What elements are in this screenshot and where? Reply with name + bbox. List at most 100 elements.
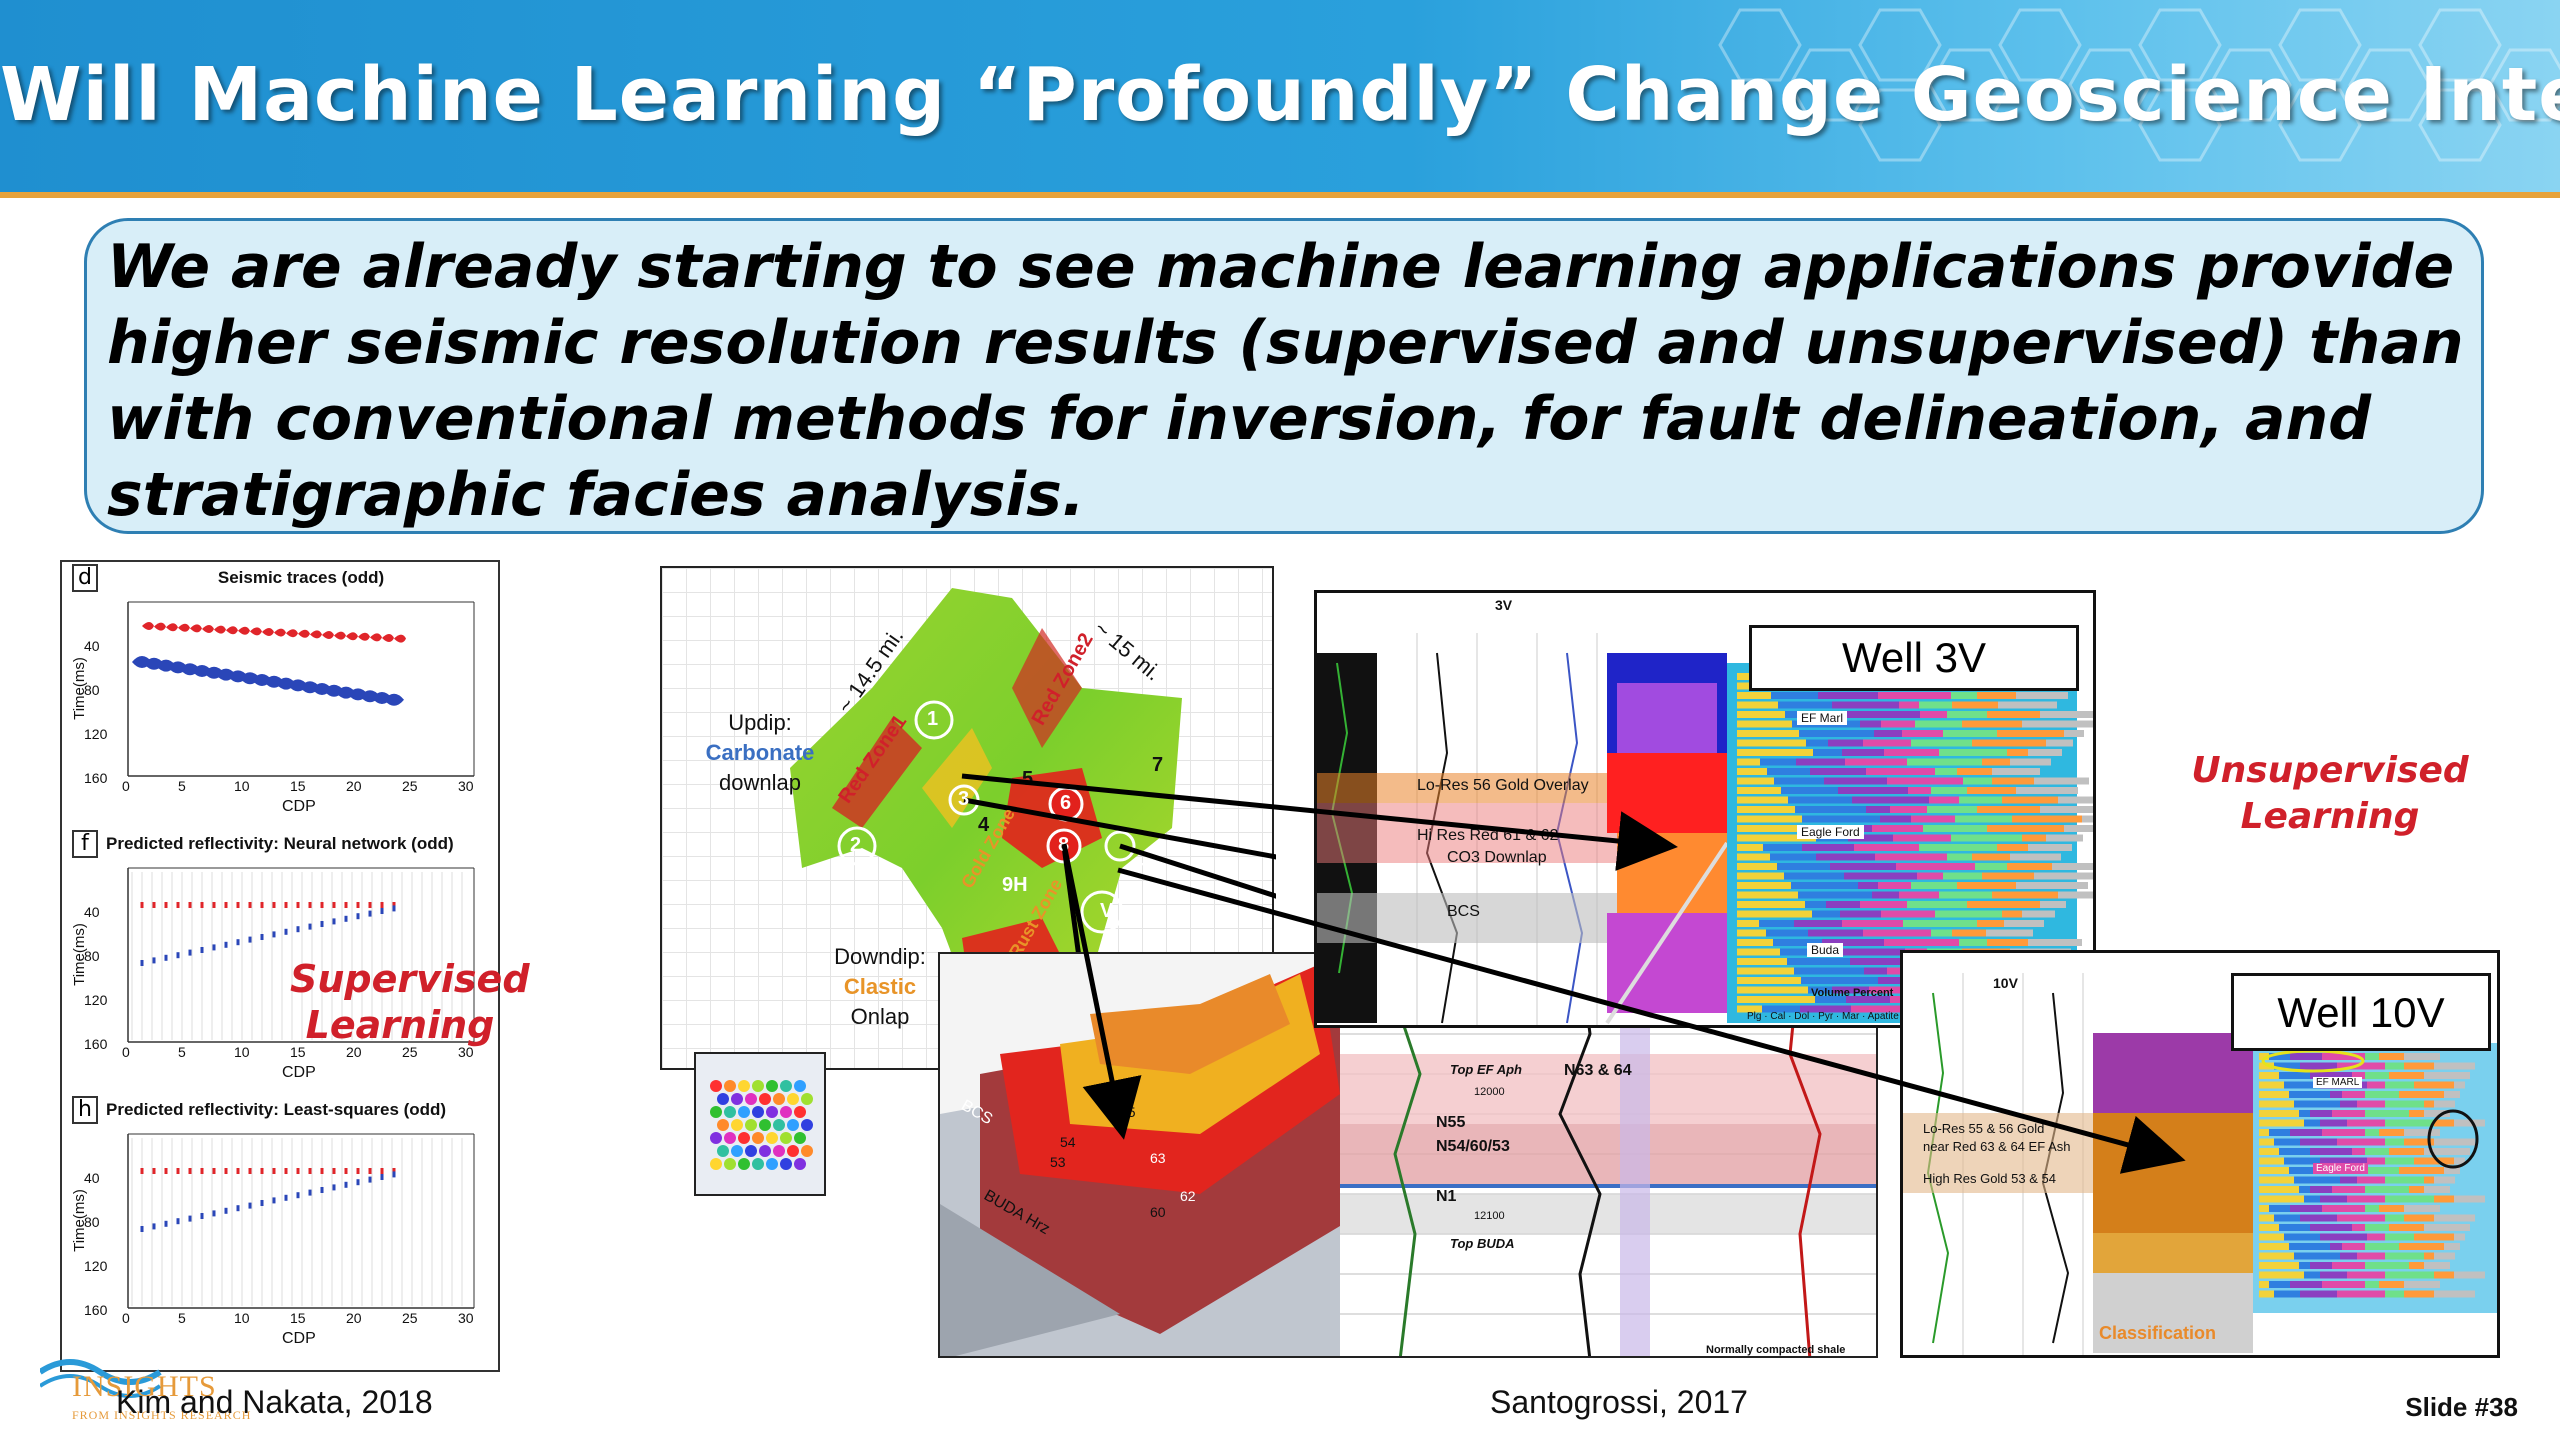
mineral-bar [2259, 1290, 2274, 1298]
som-node [787, 1093, 799, 1105]
mineral-bar [2259, 1176, 2294, 1184]
xsec-label-63: 63 [1150, 1150, 1166, 1166]
mineral-bar [2337, 1062, 2385, 1070]
mineral-bar [1737, 958, 1787, 965]
mineral-bar [2004, 920, 2044, 927]
mineral-bar [1737, 711, 1785, 718]
mineral-bar [1992, 891, 2058, 899]
mineral-bar [1878, 692, 1951, 699]
mineral-bar [1737, 673, 1757, 680]
mineral-bar [1737, 920, 1759, 927]
mineral-bar [2290, 1129, 2322, 1136]
som-node [710, 1132, 722, 1144]
som-node [759, 1119, 771, 1131]
citation-kim-nakata: Kim and Nakata, 2018 [116, 1384, 433, 1420]
mineral-bar [2365, 1167, 2399, 1174]
trace-positive [190, 624, 202, 633]
trace-negative [384, 693, 404, 706]
mineral-bar [1832, 701, 1899, 709]
mineral-bar [1952, 929, 1986, 937]
mineral-bar [2289, 1091, 2330, 1098]
mineral-bar [1737, 853, 1770, 861]
mineral-bar [2274, 1214, 2300, 1222]
slide-title: Will Machine Learning “Profoundly” Chang… [0, 52, 2560, 138]
well-marker-4: 4 [978, 814, 990, 836]
mineral-bar [2337, 1290, 2385, 1298]
mineral-bar [2320, 1157, 2367, 1165]
mineral-bar [2337, 1214, 2385, 1222]
xtick-label: 25 [402, 1310, 418, 1326]
mineral-bar [1890, 806, 1927, 813]
well-marker-8: 8 [1058, 834, 1070, 856]
mineral-bar [1737, 749, 1813, 756]
xtick-label: 10 [234, 1044, 250, 1060]
mineral-bar [2259, 1100, 2294, 1108]
well-marker-5: 5 [1022, 768, 1034, 790]
trace-positive [226, 626, 238, 635]
trace-positive [370, 633, 382, 642]
mineral-bar [1860, 720, 1881, 728]
mineral-bar [2300, 1214, 2337, 1222]
mineral-bar [1806, 739, 1828, 747]
mineral-bar [1955, 815, 2012, 823]
mineral-bar [1947, 711, 1987, 718]
mineral-bar [2385, 1138, 2404, 1146]
legend-apatite: Apatite [1867, 1011, 1899, 1022]
mineral-bar [2289, 1243, 2330, 1250]
mineral-bar [2010, 853, 2061, 861]
som-node [801, 1093, 813, 1105]
mineral-bar [1774, 777, 1824, 785]
mineral-bar [2022, 910, 2055, 918]
mineral-bar [2269, 1205, 2290, 1212]
mineral-bar [1919, 844, 1997, 851]
mineral-bar [2347, 1195, 2385, 1203]
mineral-bar [2424, 1186, 2450, 1193]
y-axis-label: Time(ms) [70, 657, 88, 720]
som-node [717, 1119, 729, 1131]
mineral-bar [1896, 863, 1975, 870]
mineral-bar [1982, 872, 2034, 880]
mineral-bar [2259, 1271, 2304, 1279]
mineral-bar [1872, 825, 1923, 832]
mineral-bar [1796, 758, 1845, 766]
mineral-bar [1923, 825, 1987, 832]
well-3v-track-header: 3V [1495, 597, 1513, 613]
mineral-bar [1967, 787, 2016, 794]
mineral-bar [2046, 739, 2073, 747]
som-node [724, 1132, 736, 1144]
mineral-bar [1846, 711, 1920, 718]
mineral-bar [1778, 701, 1832, 709]
y-axis-label: Time(ms) [70, 1189, 88, 1252]
mineral-bar [1737, 872, 1784, 880]
som-node [710, 1158, 722, 1170]
mineral-bar [1737, 720, 1792, 728]
downdip-label: Downdip: Clastic Onlap [810, 942, 950, 1032]
mineral-bar [1915, 720, 1962, 728]
ytick-label: 120 [84, 726, 108, 742]
mineral-bar [1781, 787, 1838, 794]
xsec-label-53: 53 [1050, 1154, 1066, 1170]
mineral-bar [2434, 1138, 2475, 1146]
well-10v-panel: Well 10V 10V EF MARL Eagle Ford Lo-Res 5… [1900, 950, 2500, 1358]
mineral-bar [1836, 948, 1905, 956]
mineral-bar [1828, 739, 1863, 747]
mineral-bar [1911, 882, 1957, 889]
trace-positive [334, 631, 346, 640]
mineral-bar [1830, 863, 1896, 870]
mineral-bar [2330, 1243, 2342, 1250]
mineral-bar [1737, 692, 1771, 699]
mineral-bar [1737, 882, 1791, 889]
som-node [794, 1132, 806, 1144]
mineral-bar [2007, 749, 2028, 756]
mineral-bar [1927, 806, 1977, 813]
mineral-bar [2010, 758, 2051, 766]
mineral-bar [1959, 939, 1987, 946]
mineral-bar [1860, 901, 1907, 908]
mineral-bar [2340, 1176, 2357, 1184]
ytick-label: 80 [84, 948, 100, 964]
mineral-bar [2365, 1224, 2389, 1231]
unsupervised-line2: Learning [2240, 796, 2420, 837]
mineral-bar [2434, 1271, 2454, 1279]
mineral-bar [1911, 815, 1955, 823]
mineral-bar [2389, 1072, 2424, 1079]
